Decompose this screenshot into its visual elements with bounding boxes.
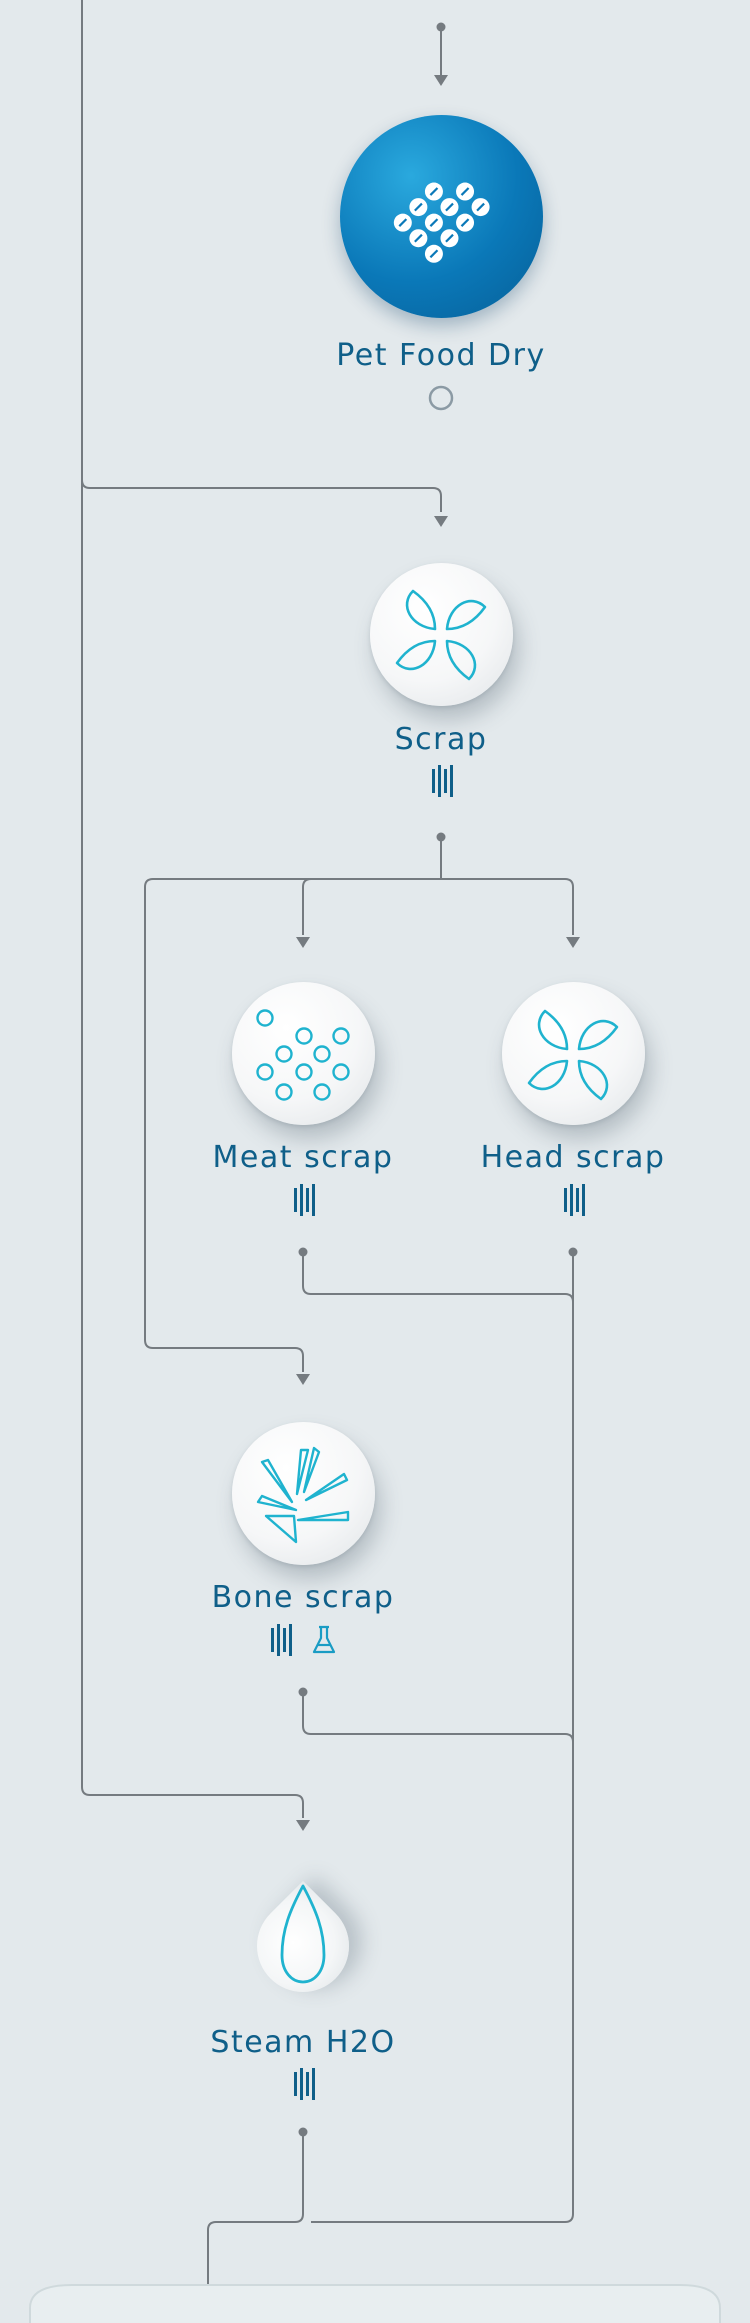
pet-food-dry-circle[interactable]: [340, 115, 543, 318]
connector-split-bone: [144, 878, 304, 1372]
flask-icon: [312, 1625, 336, 1654]
pellets-icon: [256, 1009, 350, 1101]
bone-scrap-circle[interactable]: [232, 1422, 375, 1565]
connector-split-meat: [302, 878, 312, 935]
fan-blades-icon: [395, 589, 487, 681]
bars-icon: [271, 1624, 292, 1656]
next-section-panel: [29, 2284, 721, 2323]
connector-trunk-to-scrap: [81, 479, 442, 512]
connector-dot: [568, 1247, 578, 1257]
bars-icon: [294, 2068, 315, 2100]
scrap-circle[interactable]: [370, 563, 513, 706]
shards-icon: [256, 1446, 350, 1544]
head-scrap-circle[interactable]: [502, 982, 645, 1125]
arrowhead: [566, 937, 580, 948]
arrowhead: [296, 1374, 310, 1385]
meat-scrap-circle[interactable]: [232, 982, 375, 1125]
connector-dot: [436, 832, 446, 842]
connector-head-out: [311, 1252, 574, 2223]
bone-scrap-label: Bone scrap: [211, 1580, 395, 1615]
arrowhead: [296, 1820, 310, 1831]
connector-trunk-to-steam: [81, 0, 304, 1818]
scrap-label: Scrap: [394, 722, 488, 757]
connector-bone-out: [302, 1692, 574, 1743]
pet-food-dry-label: Pet Food Dry: [336, 338, 546, 373]
empty-circle-icon: [428, 385, 454, 411]
connector-arrows: [201, 75, 580, 2320]
bars-icon: [432, 765, 453, 797]
tablets-icon: [393, 182, 490, 263]
steam-h2o-label: Steam H2O: [210, 2025, 396, 2060]
connector-lines: [81, 0, 574, 2313]
fan-blades-icon: [527, 1009, 619, 1101]
arrowhead: [434, 75, 448, 86]
arrowhead: [296, 937, 310, 948]
connector-dot: [436, 22, 446, 32]
connector-dot: [298, 1247, 308, 1257]
head-scrap-label: Head scrap: [480, 1140, 666, 1175]
connector-dot: [298, 1687, 308, 1697]
connector-dots: [298, 22, 578, 2137]
connector-split-right: [153, 878, 574, 935]
bars-icon: [564, 1184, 585, 1216]
bars-icon: [294, 1184, 315, 1216]
meat-scrap-label: Meat scrap: [212, 1140, 394, 1175]
arrowhead: [434, 516, 448, 527]
bone-scrap-status-icons: [271, 1624, 336, 1656]
connector-steam-out: [207, 2132, 304, 2313]
connector-dot: [298, 2127, 308, 2137]
water-drop-icon: [280, 1884, 326, 1984]
